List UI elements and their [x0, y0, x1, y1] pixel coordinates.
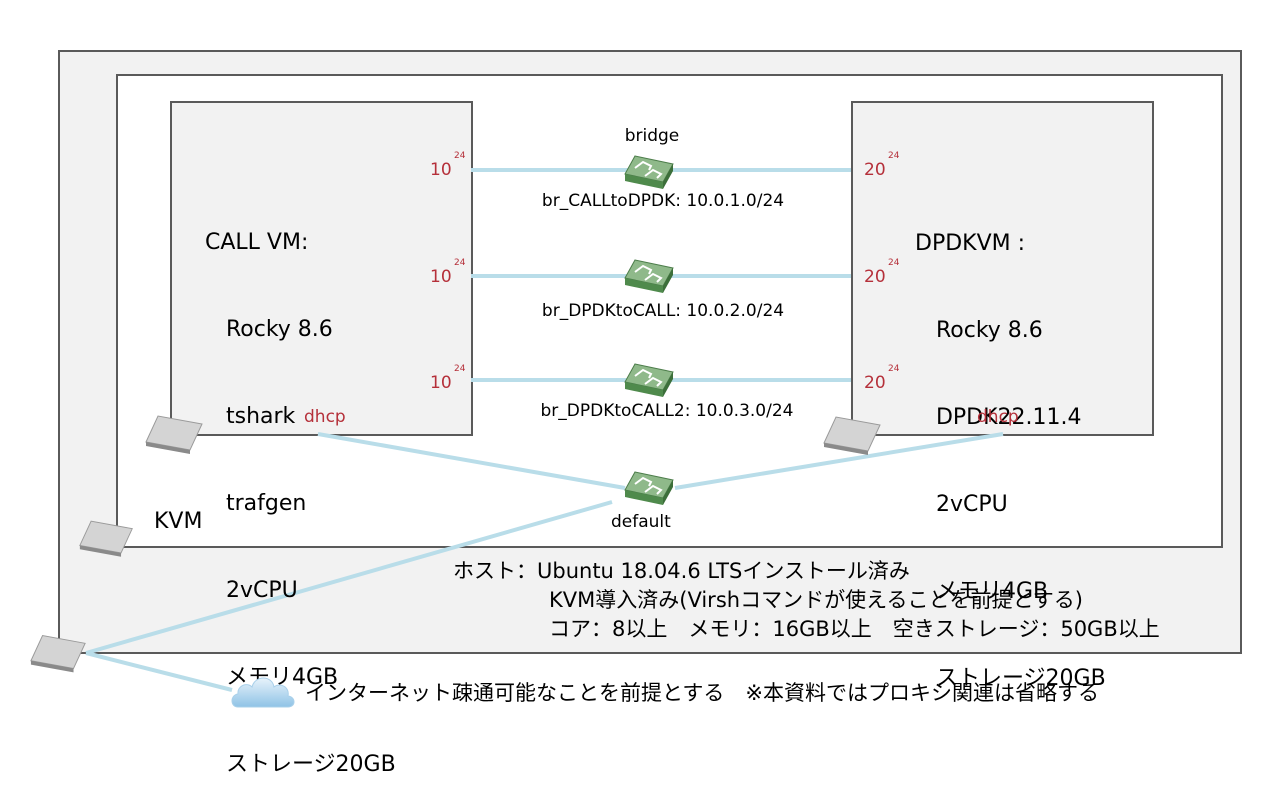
dpdk-vm-ip-3: 20 [864, 373, 886, 393]
network-links [85, 168, 1004, 692]
link-call-dhcp [317, 432, 626, 490]
link-host-internet [85, 651, 233, 692]
call-vm-prefix-2: 24 [454, 258, 466, 268]
bridge-name-2: br_DPDKtoCALL: 10.0.2.0/24 [541, 301, 785, 321]
call-vm-spec: CALL VM: Rocky 8.6 tshark trafgen 2vCPU … [205, 170, 396, 808]
dpdk-vm-ip-1: 20 [864, 160, 886, 180]
bridge-name-3: br_DPDKtoCALL2: 10.0.3.0/24 [540, 401, 794, 421]
default-network-label: default [611, 512, 671, 532]
call-vm-ip-3: 10 [430, 373, 452, 393]
dpdk-vm-prefix-1: 24 [888, 151, 900, 161]
call-vm-prefix-3: 24 [454, 364, 466, 374]
dpdk-vm-ip-2: 20 [864, 267, 886, 287]
kvm-label: KVM [154, 509, 203, 534]
dpdk-vm-prefix-3: 24 [888, 364, 900, 374]
dpdk-vm-line: DPDKVM : [915, 231, 1026, 256]
switch-icon [624, 471, 674, 505]
dpdk-vm-prefix-2: 24 [888, 258, 900, 268]
call-vm-line: ストレージ20GB [205, 752, 396, 777]
call-vm-ip-1: 10 [430, 160, 452, 180]
dpdk-vm-line: DPDK22.11.4 [915, 405, 1082, 430]
host-line-3: コア：8以上 メモリ：16GB以上 空きストレージ：50GB以上 [549, 617, 1160, 641]
dpdk-vm-line: Rocky 8.6 [915, 318, 1043, 343]
dpdk-vm-dhcp-label: dhcp [977, 407, 1019, 427]
host-line-1: ホスト：Ubuntu 18.04.6 LTSインストール済み [453, 559, 910, 583]
cloud-icon [231, 677, 295, 708]
host-line-2: KVM導入済み(Virshコマンドが使えることを前提とする) [549, 588, 1084, 612]
link-default-host [85, 500, 613, 655]
bridge-name-1: br_CALLtoDPDK: 10.0.1.0/24 [541, 191, 785, 211]
bridge-title: bridge [624, 126, 680, 146]
call-vm-dhcp-label: dhcp [304, 407, 346, 427]
call-vm-line: tshark [205, 404, 296, 429]
dpdk-vm-line: メモリ4GB [915, 579, 1049, 604]
call-vm-prefix-1: 24 [454, 151, 466, 161]
call-vm-line: CALL VM: [205, 230, 309, 255]
dpdk-vm-box [851, 101, 1154, 436]
dpdk-vm-spec: DPDKVM : Rocky 8.6 DPDK22.11.4 2vCPU メモリ… [915, 171, 1106, 722]
call-vm-ip-2: 10 [430, 267, 452, 287]
switch-icon [624, 363, 674, 397]
switch-icon [624, 155, 674, 189]
call-vm-line: 2vCPU [205, 578, 298, 603]
link-dpdk-dhcp [674, 432, 1004, 490]
dpdk-vm-line: 2vCPU [915, 492, 1008, 517]
nic-icon [79, 520, 133, 557]
dpdk-vm-line: ストレージ20GB [915, 666, 1106, 691]
switch-icon [624, 259, 674, 293]
internet-note: インターネット疎通可能なことを前提とする ※本資料ではプロキシ関連は省略する [305, 681, 1099, 705]
nic-icon [30, 635, 86, 673]
call-vm-line: trafgen [205, 491, 307, 516]
call-vm-line: Rocky 8.6 [205, 317, 333, 342]
nic-icon [823, 416, 881, 455]
nic-icon [145, 415, 203, 454]
